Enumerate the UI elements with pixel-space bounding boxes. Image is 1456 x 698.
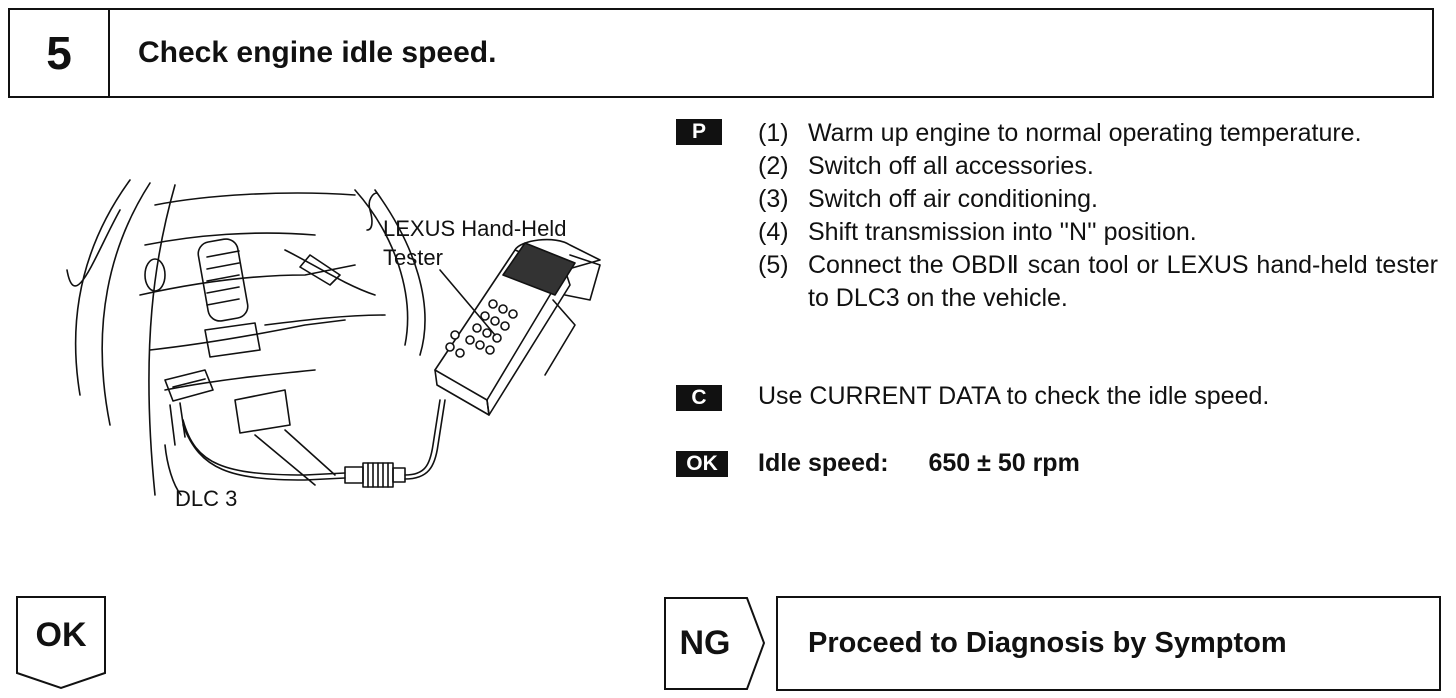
ng-action-box: Proceed to Diagnosis by Symptom bbox=[776, 596, 1441, 691]
procedure-item: (5) Connect the OBDⅡ scan tool or LEXUS … bbox=[758, 249, 1438, 315]
dlc-label: DLC 3 bbox=[175, 486, 238, 511]
procedure-number: (3) bbox=[758, 185, 789, 213]
procedure-item: (1) Warm up engine to normal operating t… bbox=[758, 117, 1438, 150]
dashboard-drawing bbox=[66, 179, 601, 496]
procedure-item: (2) Switch off all accessories. bbox=[758, 150, 1438, 183]
step-number: 5 bbox=[10, 10, 110, 96]
procedure-number: (1) bbox=[758, 119, 789, 147]
procedure-number: (2) bbox=[758, 152, 789, 180]
spec-value: 650 ± 50 rpm bbox=[928, 449, 1080, 477]
tester-label-line1: LEXUS Hand-Held bbox=[383, 216, 567, 241]
procedure-text: Shift transmission into ''N'' position. bbox=[808, 218, 1197, 246]
ok-label: OK bbox=[35, 615, 87, 654]
step-title: Check engine idle speed. bbox=[138, 36, 497, 69]
procedure-text: Switch off all accessories. bbox=[808, 152, 1094, 180]
right-arrow-box bbox=[664, 597, 766, 690]
prep-tag: P bbox=[676, 119, 722, 145]
procedure-text: Switch off air conditioning. bbox=[808, 185, 1098, 213]
ng-result-arrow: NG bbox=[663, 596, 766, 691]
procedure-text: Connect the OBDⅡ scan tool or LEXUS hand… bbox=[808, 251, 1438, 312]
check-instruction: Use CURRENT DATA to check the idle speed… bbox=[758, 382, 1270, 410]
tester-connection-illustration: LEXUS Hand-Held Tester DLC 3 bbox=[55, 175, 625, 520]
procedure-text: Warm up engine to normal operating tempe… bbox=[808, 119, 1362, 147]
check-tag: C bbox=[676, 385, 722, 411]
down-arrow-box bbox=[16, 596, 106, 690]
ng-label: NG bbox=[679, 624, 731, 662]
step-header: 5 Check engine idle speed. bbox=[8, 8, 1434, 98]
procedure-list: (1) Warm up engine to normal operating t… bbox=[758, 117, 1438, 315]
idle-speed-spec: Idle speed: 650 ± 50 rpm bbox=[758, 449, 1080, 478]
procedure-item: (4) Shift transmission into ''N'' positi… bbox=[758, 216, 1438, 249]
spec-label: Idle speed: bbox=[758, 449, 889, 477]
tester-label: LEXUS Hand-Held Tester bbox=[383, 215, 566, 272]
procedure-item: (3) Switch off air conditioning. bbox=[758, 183, 1438, 216]
ok-result-arrow: OK bbox=[15, 595, 107, 690]
ok-tag: OK bbox=[676, 451, 728, 477]
tester-label-line2: Tester bbox=[383, 244, 443, 270]
procedure-number: (5) bbox=[758, 251, 789, 279]
procedure-number: (4) bbox=[758, 218, 789, 246]
